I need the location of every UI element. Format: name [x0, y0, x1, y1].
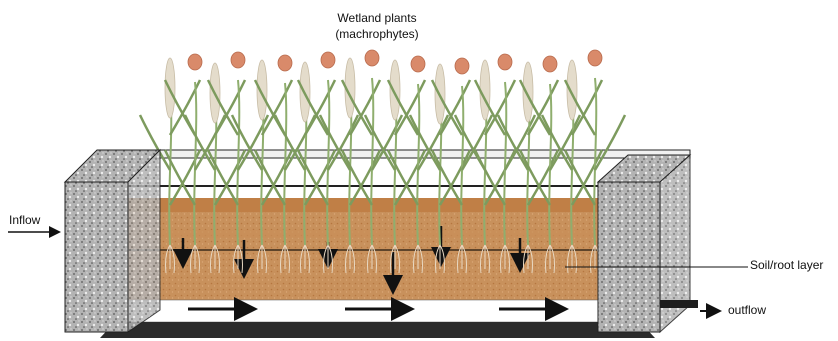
plants-label: Wetland plants (machrophytes): [322, 10, 432, 42]
drainage-zone: [128, 300, 630, 322]
plant-flower: [278, 55, 292, 71]
plant-leaf: [372, 115, 402, 170]
plant-leaf: [542, 115, 572, 170]
outlet-pipe: [660, 300, 698, 308]
plant-leaf: [550, 115, 580, 170]
plant-flower: [231, 52, 245, 68]
plant-flower: [455, 58, 469, 74]
plant-flower: [588, 50, 602, 66]
soil-layer-label: Soil/root layer: [750, 258, 823, 272]
bottom-liner: [100, 322, 655, 338]
plant-seed-head: [390, 60, 400, 120]
soil-root-layer: [128, 198, 630, 300]
inlet-gravel-column: [65, 150, 160, 332]
outflow-label: outflow: [728, 303, 766, 317]
plant-leaf: [462, 115, 492, 170]
plant-seed-head: [480, 60, 490, 120]
plant-leaf: [328, 115, 358, 170]
plant-seed-head: [523, 62, 533, 122]
plant-leaf: [418, 115, 448, 170]
inflow-label: Inflow: [9, 213, 40, 227]
plant-flower: [365, 50, 379, 66]
plants-label-line1: Wetland plants: [322, 10, 432, 26]
plant-flower: [498, 54, 512, 70]
plant-leaf: [320, 115, 350, 170]
plant-leaf: [410, 115, 440, 170]
plant-flower: [543, 56, 557, 72]
plant-leaf: [498, 115, 528, 170]
plant-seed-head: [567, 60, 577, 120]
plant-flower: [321, 52, 335, 68]
plant-leaf: [505, 115, 535, 170]
plant-leaf: [365, 115, 395, 170]
plant-leaf: [232, 115, 262, 170]
plant-seed-head: [257, 60, 267, 120]
plant-flower: [188, 54, 202, 70]
plant-flower: [411, 56, 425, 72]
plants-label-line2: (machrophytes): [322, 26, 432, 42]
